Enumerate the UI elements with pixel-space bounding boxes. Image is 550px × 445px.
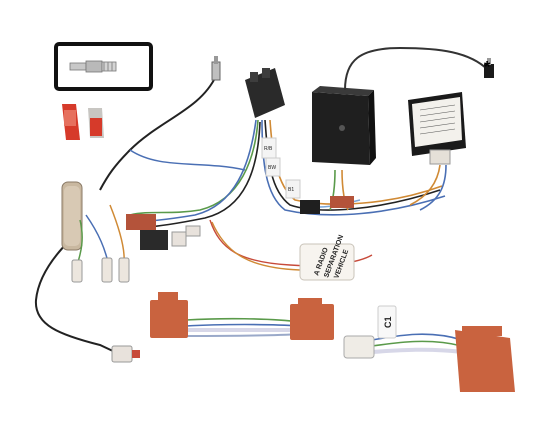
- orange-block-connector: [455, 326, 515, 392]
- wire-tags: R/B BW B1: [261, 137, 301, 199]
- bridge-cable: [150, 292, 334, 340]
- asterisk-annotation: *: [484, 59, 491, 76]
- top-iso-connector: [245, 68, 285, 118]
- antenna-cable: [34, 75, 246, 353]
- spade-terminal-icon: [71, 257, 130, 283]
- antenna-adapter-icon: [69, 60, 117, 73]
- c1-label: C1: [383, 316, 393, 328]
- wire-label-3: B1: [288, 187, 294, 193]
- sticker-cable: [209, 219, 373, 271]
- right-iso-connector: [290, 298, 334, 340]
- red-crimp-connectors: [62, 104, 104, 140]
- white-end-connector: [343, 335, 375, 359]
- c1-cable: C1: [343, 305, 515, 392]
- can-interface-box: [408, 92, 466, 165]
- antenna-plug: [211, 56, 221, 81]
- c1-tag: C1: [377, 305, 397, 339]
- antenna-adapter-inset: [54, 42, 153, 91]
- main-wire-bundle: [127, 119, 447, 229]
- left-iso-connector: [150, 292, 188, 338]
- spade-terminals: [71, 204, 130, 283]
- small-connectors: [126, 196, 354, 250]
- antenna-amplifier: [61, 181, 83, 251]
- jack-plug-icon: [484, 58, 494, 78]
- separation-sticker: A RADIO SEPARATION VEHICLE: [299, 234, 355, 281]
- wire-label-2: BW: [268, 165, 276, 171]
- jack-cable: [344, 46, 489, 91]
- wire-label-1: R/B: [264, 146, 273, 152]
- interface-module: [312, 86, 376, 165]
- antenna-end-plug: [111, 345, 140, 363]
